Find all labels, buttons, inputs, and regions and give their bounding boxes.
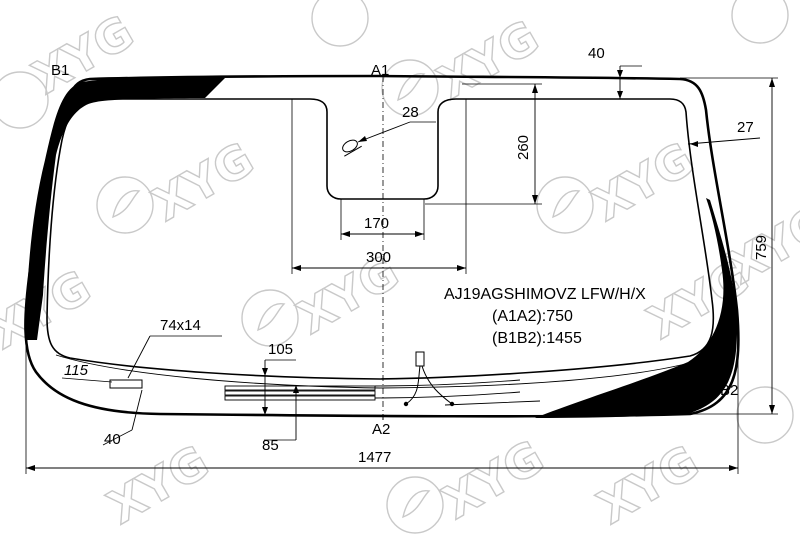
watermark-text: XYG [584,131,703,231]
dim-74x14-label: 74x14 [160,317,201,334]
dim-115-label: 115 [64,362,89,379]
inner-band-line [46,98,715,380]
watermark-text: XYG [589,434,708,534]
dim-170-label: 170 [364,215,389,232]
inner-band-line-secondary [55,354,701,389]
watermark-logo-icon [241,289,299,347]
watermark-logo-icon [731,0,789,44]
point-a1-label: A1 [371,62,389,79]
watermark-text: XYG [429,9,548,109]
part-code: AJ19AGSHIMOVZ LFW/H/X [444,286,646,303]
connector-wire [403,351,455,407]
dim-28-label: 28 [402,104,419,121]
point-b2-label: B2 [720,382,738,399]
dimension-lines [25,65,778,474]
dim-40-bottom-label: 40 [104,431,121,448]
point-a2-label: A2 [372,421,390,438]
watermark-text: XYG [434,429,553,529]
dim-260-label: 260 [515,135,532,160]
watermark-text: XYG [144,131,263,231]
sensor-icon [342,139,362,157]
glass-outline [24,74,740,418]
watermark-logo-icon [536,176,594,234]
heating-zone [224,379,541,406]
watermark-logo-icon [381,59,439,117]
watermark-logo-icon [96,176,154,234]
watermark-logo-icon [386,476,444,534]
watermark-logo-icon [0,71,49,129]
part-b1b2: (B1B2):1455 [492,330,582,347]
watermark-text: XYG [99,434,218,534]
vin-window-rect [109,379,143,389]
dim-105-label: 105 [268,341,293,358]
watermark-text: XYG [0,259,100,359]
part-a1a2: (A1A2):750 [492,308,573,325]
watermark-logo-icon [311,0,369,47]
point-b1-label: B1 [51,62,69,79]
dim-85-label: 85 [262,437,279,454]
ceramic-band-right [535,198,738,418]
dim-27-label: 27 [737,119,754,136]
watermark-logo-icon [736,386,794,444]
dim-1477-label: 1477 [358,449,391,466]
dim-40-top-label: 40 [588,45,605,62]
dim-300-label: 300 [366,249,391,266]
dim-759-label: 759 [753,235,770,260]
